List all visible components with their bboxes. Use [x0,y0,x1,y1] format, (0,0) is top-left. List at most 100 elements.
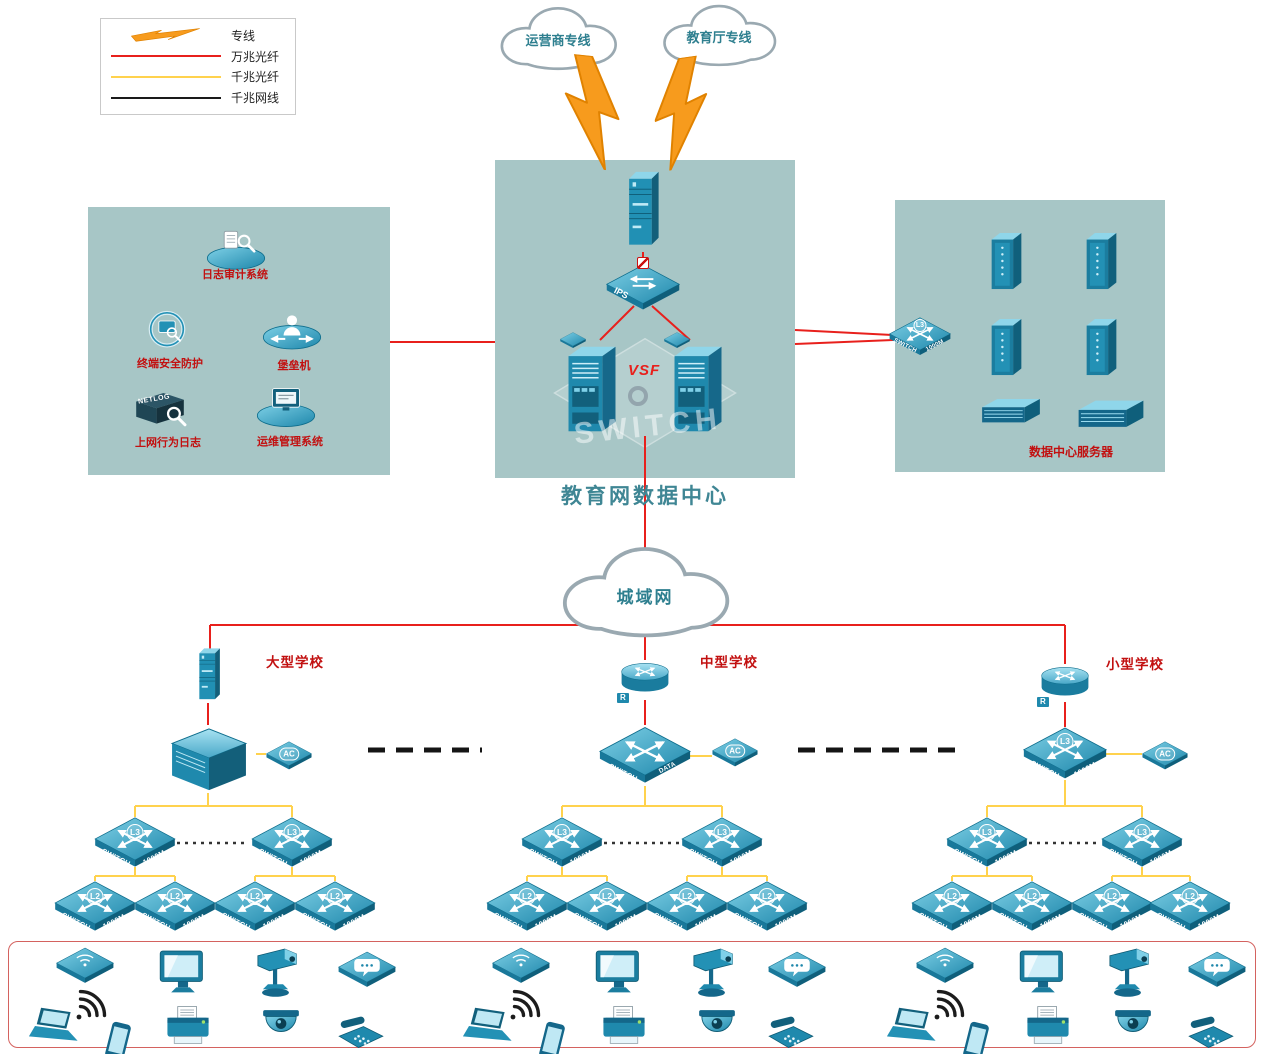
cloud-label: 城域网 [616,587,674,607]
server-zone-title: 数据中心服务器 [1028,445,1113,459]
printer-icon [596,1004,652,1052]
dome-camera-icon [256,1008,306,1048]
ptz-camera-icon [688,944,740,1006]
printer-icon [1020,1004,1076,1052]
terminal-protection-icon [136,306,198,354]
core-firewall-icon [617,166,669,254]
switch-icon [599,724,691,788]
legend-label: 千兆网线 [231,91,280,106]
l2-access-switch: L2 SWITCH 1000M [911,881,993,933]
switch-tier-label: L2 [518,888,536,905]
school-firewall-icon [188,646,230,704]
ips-device: IPS [606,257,680,312]
switch-tier-label: L2 [86,888,104,905]
school-core-device-icon [162,724,256,794]
bastion-host-icon [260,310,324,356]
l2-access-switch: L2 SWITCH 1000M [214,881,296,933]
voice-chat-icon [338,950,396,990]
school-label-small: 小型学校 [1106,657,1164,672]
router-badge: R [616,692,630,704]
switch-tier-label: L3 [1133,824,1151,841]
switch-tier-label: L3 [978,824,996,841]
switch-flag-icon [664,332,690,349]
legend-label: 千兆光纤 [231,70,280,85]
wireless-controller: AC [1142,740,1188,772]
switch-flag-icon [560,332,586,349]
desktop-monitor-icon [1016,948,1070,998]
legend-row-1g-cable: 千兆网线 [111,89,285,106]
switch-tier-label: L3 [126,824,144,841]
l3-aggregation-switch: L3 SWITCH 1000M [681,817,763,869]
ac-label: AC [725,744,745,758]
voice-chat-icon [768,950,826,990]
l2-access-switch: L2 SWITCH 1000M [134,881,216,933]
router-badge: R [1036,696,1050,708]
switch-tier-label: L2 [166,888,184,905]
switch-tier-label: L3 [913,319,927,332]
school-label-large: 大型学校 [266,655,324,670]
smartphone-icon [100,1018,136,1054]
server-cabinet-icon [983,228,1030,294]
server-rack-icon [1074,392,1148,434]
l2-access-switch: L2 SWITCH 1000M [991,881,1073,933]
desk-phone-icon [762,1012,820,1054]
ac-label: AC [279,747,299,761]
l2-access-switch: L2 SWITCH 1000M [294,881,376,933]
ptz-camera-icon [1104,944,1156,1006]
security-item-label: 上网行为日志 [135,437,201,449]
smartphone-icon [958,1018,994,1054]
dome-camera-icon [692,1008,742,1048]
smartphone-icon [534,1018,570,1054]
switch-tier-label: L3 [713,824,731,841]
legend: 专线 万兆光纤 千兆光纤 千兆网线 [100,18,296,115]
wireless-ap-icon [916,946,974,986]
server-zone-switch: L3 SWITCH 1000M [889,315,951,359]
school-label-medium: 中型学校 [700,655,758,670]
school-router: R [616,656,671,704]
l2-access-switch: L2 SWITCH 1000M [1071,881,1153,933]
school-core-switch: SWITCH DATA CENTER [599,724,691,788]
switch-tier-label: L2 [943,888,961,905]
desk-phone-icon [1182,1012,1240,1054]
l3-aggregation-switch: L3 SWITCH 1000M [251,817,333,869]
lightning-legend-icon [111,28,221,43]
switch-tier-label: L3 [553,824,571,841]
switch-tier-label: L2 [1103,888,1121,905]
wireless-ap-icon [492,946,550,986]
server-cabinet-icon [1078,228,1125,294]
wireless-controller: AC [712,737,758,769]
l3-aggregation-switch: L3 SWITCH 1000M [521,817,603,869]
l3-aggregation-switch: L3 SWITCH 1000M [946,817,1028,869]
security-item-label: 堡垒机 [277,360,311,372]
netlog-icon [126,386,194,434]
l2-access-switch: L2 SWITCH 1000M [54,881,136,933]
desk-phone-icon [332,1012,390,1054]
security-item-label: 终端安全防护 [137,358,203,370]
l3-aggregation-switch: L3 SWITCH 1000M [94,817,176,869]
vsf-link-ring-icon [628,386,648,406]
switch-tier-label: L3 [1056,733,1074,750]
desktop-monitor-icon [592,948,646,998]
switch-tier-label: L2 [598,888,616,905]
lightning-bolt-icon [550,53,627,171]
l2-access-switch: L2 SWITCH 1000M [486,881,568,933]
server-cabinet-icon [1078,314,1125,380]
ac-label: AC [1155,747,1175,761]
laptop-icon [884,1006,942,1046]
laptop-icon [26,1006,84,1046]
legend-label: 万兆光纤 [231,49,280,64]
switch-tier-label: L3 [283,824,301,841]
switch-tier-label: L2 [326,888,344,905]
l2-access-switch: L2 SWITCH 1000M [1149,881,1231,933]
switch-tier-label: L2 [246,888,264,905]
l3-aggregation-switch: L3 SWITCH 1000M [1101,817,1183,869]
wireless-controller: AC [266,740,312,772]
red-line-swatch [111,55,221,58]
carrier-line-cloud: 运营商专线 [476,2,640,72]
printer-icon [160,1004,216,1052]
switch-tier-label: L2 [1181,888,1199,905]
security-item-label: 日志审计系统 [202,269,268,281]
lightning-bolt-icon [647,54,722,171]
l2-access-switch: L2 SWITCH 1000M [726,881,808,933]
